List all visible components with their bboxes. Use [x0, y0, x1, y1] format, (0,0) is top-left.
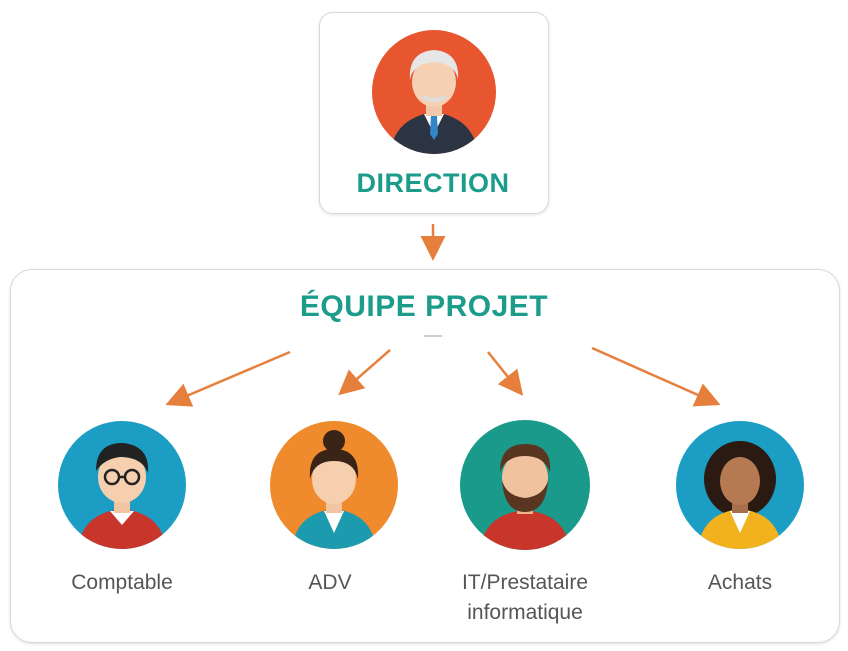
- comptable-avatar: [58, 421, 186, 549]
- director-avatar: [372, 30, 496, 154]
- member-label-it: IT/Prestataire informatique: [461, 571, 589, 624]
- member-label-comptable: Comptable: [71, 571, 173, 594]
- direction-title: DIRECTION: [356, 168, 510, 198]
- member-label-achats: Achats: [707, 571, 773, 594]
- member-label-adv: ADV: [308, 571, 352, 594]
- arrow-to-achats: [591, 346, 721, 407]
- team-title: ÉQUIPE PROJET: [299, 290, 549, 323]
- it-avatar: [460, 420, 590, 550]
- arrow-to-adv: [338, 349, 391, 396]
- achats-avatar: [676, 421, 804, 549]
- arrow-to-it: [487, 351, 524, 396]
- adv-avatar: [270, 421, 398, 549]
- arrow-to-comptable: [165, 350, 291, 407]
